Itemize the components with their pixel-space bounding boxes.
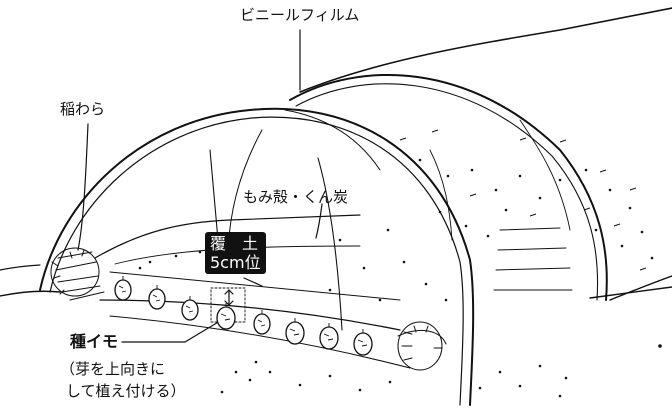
film-fold <box>493 227 573 291</box>
seed-potato-eyes <box>118 276 368 347</box>
seed-potato <box>353 332 373 356</box>
film-fold <box>429 149 453 241</box>
front-hoop-inner <box>49 116 464 406</box>
leader-rice-husk <box>315 203 323 239</box>
rice-husk-dots <box>138 158 662 398</box>
film-fold <box>519 119 571 231</box>
seed-potato <box>181 299 199 321</box>
label-note-line2: して植え付ける） <box>66 382 186 400</box>
label-note-line1: （芽を上向きに <box>60 360 166 378</box>
straw-bundle-left <box>50 247 105 301</box>
label-seed-potato: 種イモ <box>70 332 119 351</box>
soil-dim-arrow-bottom <box>224 300 234 306</box>
leader-rice-straw <box>77 123 89 251</box>
bed-slope <box>109 271 401 301</box>
leader-soil <box>243 277 263 287</box>
label-vinyl-film: ビニールフィルム <box>240 6 360 24</box>
back-hoop <box>289 73 608 301</box>
bed-front-edge <box>99 299 401 331</box>
bed-base-line <box>109 315 411 369</box>
film-fold <box>209 149 219 241</box>
back-hoop-inner <box>295 83 599 301</box>
straw-bundle-right <box>397 321 447 371</box>
film-fold <box>317 157 343 331</box>
label-rice-straw: 稲わら <box>60 100 106 118</box>
film-ticks <box>399 129 647 271</box>
front-hoop <box>39 107 475 406</box>
cover-soil-line1: 覆 土 <box>210 234 259 253</box>
cover-soil-box: 覆 土 5cm位 <box>205 232 266 274</box>
seed-potato <box>114 279 132 301</box>
film-fold <box>284 109 381 171</box>
label-rice-husk: もみ殻・くん炭 <box>243 188 349 206</box>
film-top-edge <box>299 7 672 93</box>
seed-potato <box>253 313 271 335</box>
ground-line <box>0 290 61 297</box>
bed-back-edge <box>94 214 361 259</box>
soil-dim-arrow-top <box>224 289 234 295</box>
seed-potato <box>319 326 339 350</box>
seed-potatoes <box>114 279 373 356</box>
film-bottom-right-edge <box>609 275 672 301</box>
ground-line <box>0 264 41 271</box>
seed-potato <box>285 321 305 345</box>
seed-potato <box>216 306 236 330</box>
ground-line <box>589 286 672 299</box>
cover-soil-line2: 5cm位 <box>210 253 261 272</box>
seed-potato <box>148 288 166 310</box>
